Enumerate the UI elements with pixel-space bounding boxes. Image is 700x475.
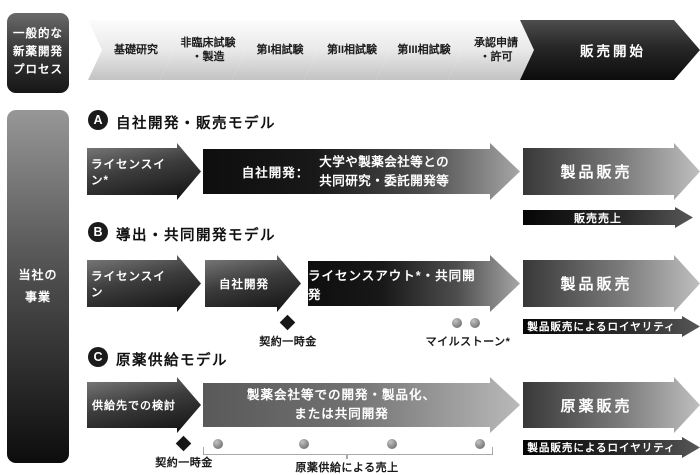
process-step-label: 第II相試験: [326, 43, 378, 56]
general-process-line: 新薬開発: [13, 46, 63, 59]
model-a-inhouse-development-arrow: 自社開発： 大学や製薬会社等との 共同研究・委託開発等: [203, 143, 520, 200]
arrow-label-line: 大学や製薬会社等との: [319, 155, 450, 170]
model-a-sales-revenue-arrow: 販売売上: [523, 207, 693, 228]
arrow-label-lines: 製薬会社等での開発・製品化、 または共同開発: [247, 386, 436, 424]
model-c-api-sales-arrow: 原薬販売: [523, 377, 700, 433]
sidebar-line: 事業: [24, 289, 51, 304]
model-c-title: 原薬供給モデル: [116, 353, 228, 369]
model-c-contract-payment-label: 契約一時金: [155, 457, 213, 469]
process-step-nonclinical: 非臨床試験 ・製造: [160, 20, 246, 80]
arrow-label: 供給先での検討: [92, 400, 176, 412]
model-b-milestone-label: マイルストーン*: [425, 336, 511, 348]
arrow-label: 製品販売: [560, 276, 633, 293]
model-b-title: 導出・共同開発モデル: [116, 228, 276, 244]
api-revenue-dot-icon: [475, 439, 485, 449]
contract-payment-diamond-icon: [279, 314, 296, 331]
arrow-label: 販売売上: [574, 212, 622, 225]
model-a-product-sales-arrow: 製品販売: [523, 143, 700, 200]
process-step-basic-research: 基礎研究: [88, 20, 174, 80]
process-step-label: 第I相試験: [256, 43, 304, 56]
process-step-phase2: 第II相試験: [304, 20, 390, 80]
api-revenue-dot-icon: [387, 439, 397, 449]
process-step-phase1: 第I相試験: [232, 20, 318, 80]
api-revenue-bracket-tick: [346, 454, 348, 459]
arrow-label: 製品販売: [560, 164, 633, 181]
arrow-label: ライセンスアウト*・共同開発: [308, 268, 476, 302]
model-c-api-revenue-label: 原薬供給による売上: [295, 462, 399, 474]
process-step-label: ・許可: [479, 51, 513, 63]
model-b-license-out-codev-arrow: ライセンスアウト*・共同開発: [308, 255, 520, 312]
model-a-badge: A: [88, 110, 108, 130]
model-b-badge: B: [88, 222, 108, 242]
arrow-label-line: または共同開発: [294, 407, 389, 421]
arrow-label: ライセンスイン: [91, 270, 166, 299]
general-process-label-box: 一般的な 新薬開発 プロセス: [7, 13, 69, 93]
milestone-dot-icon: [470, 318, 480, 328]
model-c-letter: C: [93, 350, 103, 364]
model-b-product-sales-arrow: 製品販売: [523, 255, 700, 312]
model-a-title: 自社開発・販売モデル: [116, 116, 276, 132]
arrow-label-line: 共同研究・委託開発等: [319, 173, 450, 188]
process-step-phase3: 第III相試験: [376, 20, 462, 80]
arrow-label: 製品販売によるロイヤリティ: [527, 321, 676, 333]
api-revenue-dot-icon: [213, 439, 223, 449]
model-a-license-in-arrow: ライセンスイン*: [87, 143, 201, 200]
process-step-approval: 承認申請 ・許可: [448, 20, 534, 80]
model-b-inhouse-development-arrow: 自社開発: [205, 255, 301, 312]
model-b-license-in-arrow: ライセンスイン: [87, 255, 201, 312]
arrow-label: 原薬販売: [560, 397, 633, 415]
arrow-label: 自社開発: [219, 278, 269, 291]
sidebar-line: 当社の: [18, 267, 58, 282]
milestone-dot-icon: [452, 318, 462, 328]
process-step-label: 承認申請: [474, 36, 518, 49]
process-step-label: ・製造: [191, 51, 225, 63]
general-process-line: プロセス: [13, 63, 63, 76]
model-b-royalty-arrow: 製品販売によるロイヤリティ: [523, 316, 700, 337]
model-b-letter: B: [93, 225, 103, 239]
arrow-label: ライセンスイン*: [91, 158, 166, 187]
process-step-sales-launch-arrow: 販売開始: [518, 20, 700, 80]
model-c-pharma-development-arrow: 製薬会社等での開発・製品化、 または共同開発: [203, 377, 520, 433]
model-a-letter: A: [93, 113, 103, 127]
model-b-contract-payment-label: 契約一時金: [259, 336, 317, 348]
arrow-label-prefix: 自社開発：: [241, 166, 310, 180]
model-c-badge: C: [88, 347, 108, 367]
model-c-royalty-arrow: 製品販売によるロイヤリティ: [523, 437, 700, 458]
contract-payment-diamond-icon: [175, 435, 192, 452]
process-step-label: 第III相試験: [397, 43, 451, 56]
arrow-label-lines: 大学や製薬会社等との 共同研究・委託開発等: [319, 153, 449, 189]
process-step-label: 販売開始: [580, 44, 646, 59]
arrow-label-line: 製薬会社等での開発・製品化、: [246, 388, 436, 403]
general-process-line: 一般的な: [13, 28, 63, 41]
api-revenue-dot-icon: [299, 439, 309, 449]
process-step-label: 基礎研究: [114, 43, 158, 56]
model-c-supply-review-arrow: 供給先での検討: [87, 377, 201, 433]
our-business-sidebar: 当社の 事業: [7, 110, 69, 463]
process-step-label: 非臨床試験: [180, 36, 236, 49]
arrow-label: 製品販売によるロイヤリティ: [527, 442, 676, 454]
api-revenue-bracket: [203, 447, 493, 455]
